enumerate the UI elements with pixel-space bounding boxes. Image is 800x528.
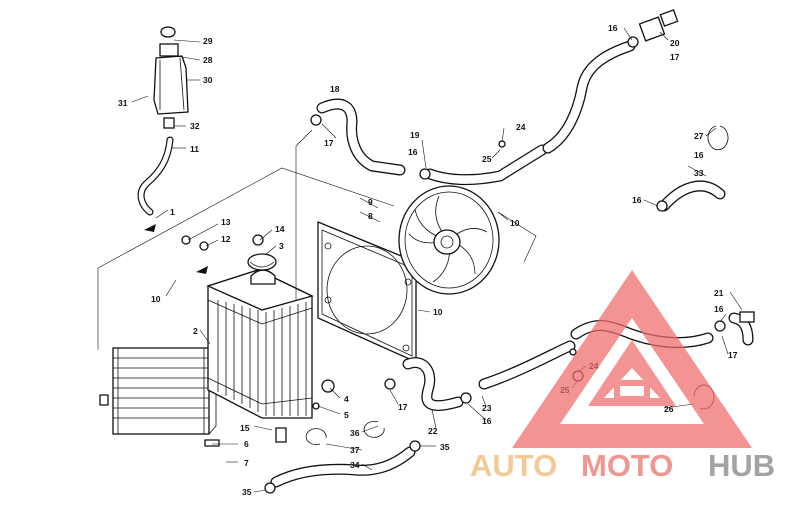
callout-32: 32 [190, 121, 200, 131]
hose-19 [424, 144, 548, 186]
callout-30: 30 [203, 75, 213, 85]
callout-16: 16 [482, 416, 492, 426]
callout-11: 11 [190, 144, 199, 154]
hose-33 [658, 180, 726, 212]
watermark-logo [512, 270, 752, 448]
lower-long-hose [570, 320, 714, 349]
upper-hose [316, 98, 406, 176]
watermark-auto: AUTO [470, 448, 557, 483]
clamps-and-fittings [181, 36, 755, 494]
callout-19: 19 [410, 130, 420, 140]
callout-8: 8 [368, 211, 373, 221]
callout-3: 3 [279, 241, 284, 251]
callout-34: 34 [350, 460, 360, 470]
overflow-tube [137, 136, 174, 216]
callout-9: 9 [368, 197, 373, 207]
callout-2: 2 [193, 326, 198, 336]
watermark-hub: HUB [708, 448, 775, 483]
callout-7: 7 [244, 458, 249, 468]
callout-23: 23 [482, 403, 492, 413]
callout-4: 4 [344, 394, 349, 404]
coolant-reservoir [153, 26, 189, 129]
callout-21: 21 [714, 288, 724, 298]
callout-labels: 29 28 30 31 32 11 1 13 12 14 3 10 2 9 8 … [118, 23, 738, 497]
callout-18: 18 [330, 84, 340, 94]
callout-6: 6 [244, 439, 249, 449]
hose-34 [270, 446, 416, 488]
callout-22: 22 [428, 426, 438, 436]
watermark-wordmark: AUTO MOTO HUB [470, 448, 775, 483]
logo-mark [512, 270, 752, 448]
logo-mark-inner [588, 340, 676, 406]
callout-24: 24 [516, 122, 526, 132]
callout-14: 14 [275, 224, 285, 234]
callout-1: 1 [170, 207, 175, 217]
callout-16: 16 [694, 150, 704, 160]
callout-10: 10 [151, 294, 161, 304]
elbow-21 [728, 312, 754, 346]
oil-cooler [99, 340, 220, 447]
callout-5: 5 [344, 410, 349, 420]
callout-17: 17 [324, 138, 334, 148]
callout-16: 16 [408, 147, 418, 157]
callout-10: 10 [510, 218, 520, 228]
upper-long-hose [542, 40, 636, 154]
callout-35: 35 [440, 442, 450, 452]
leader-lines [131, 27, 743, 493]
callout-29: 29 [203, 36, 213, 46]
parts-artwork [97, 9, 755, 494]
callout-28: 28 [203, 55, 213, 65]
callout-12: 12 [221, 234, 231, 244]
callout-15: 15 [240, 423, 250, 433]
callout-17: 17 [670, 52, 680, 62]
callout-16: 16 [632, 195, 642, 205]
callout-25: 25 [482, 154, 492, 164]
callout-37: 37 [350, 445, 360, 455]
callout-36: 36 [350, 428, 360, 438]
hose-23 [478, 340, 576, 390]
callout-26: 26 [664, 404, 674, 414]
arrow-head [144, 224, 156, 232]
callout-10: 10 [433, 307, 443, 317]
callout-27: 27 [694, 131, 704, 141]
radiator [206, 253, 314, 419]
callout-13: 13 [221, 217, 231, 227]
callout-31: 31 [118, 98, 128, 108]
cooling-fan [398, 185, 500, 295]
lower-hose-22 [402, 357, 464, 411]
callout-33: 33 [694, 168, 704, 178]
callout-16: 16 [608, 23, 618, 33]
callout-17: 17 [398, 402, 408, 412]
callout-35: 35 [242, 487, 252, 497]
callout-16: 16 [714, 304, 724, 314]
callout-20: 20 [670, 38, 680, 48]
arrow-head [196, 266, 208, 274]
watermark-moto: MOTO [581, 448, 673, 483]
thermostat-housing [638, 9, 679, 42]
callout-17: 17 [728, 350, 738, 360]
